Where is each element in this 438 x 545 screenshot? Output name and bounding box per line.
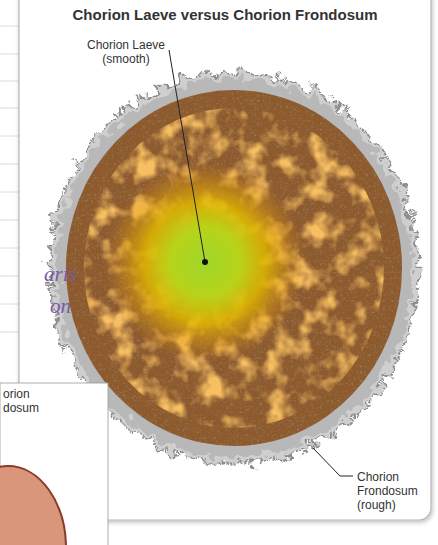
- diagram-title: Chorion Laeve versus Chorion Frondosum: [20, 6, 430, 24]
- handwritten-note: on: [50, 294, 71, 318]
- chorion-laeve-area: [105, 162, 305, 362]
- part-label: Chorion Frondosum (rough): [357, 470, 427, 512]
- chorion-mottle: [84, 108, 384, 428]
- villi-ring-inner: [56, 78, 412, 458]
- leader-lines: [169, 50, 353, 476]
- leader-dot: [202, 259, 208, 265]
- cropped-slide: [0, 383, 108, 545]
- handwritten-note: aris: [44, 262, 77, 286]
- chorion-texture: [66, 90, 402, 446]
- part-label: Chorion Laeve (smooth): [84, 38, 168, 66]
- notebook-lines: [0, 26, 20, 332]
- chorion-brown: [66, 90, 402, 446]
- cropped-label: orion dosum: [3, 387, 51, 415]
